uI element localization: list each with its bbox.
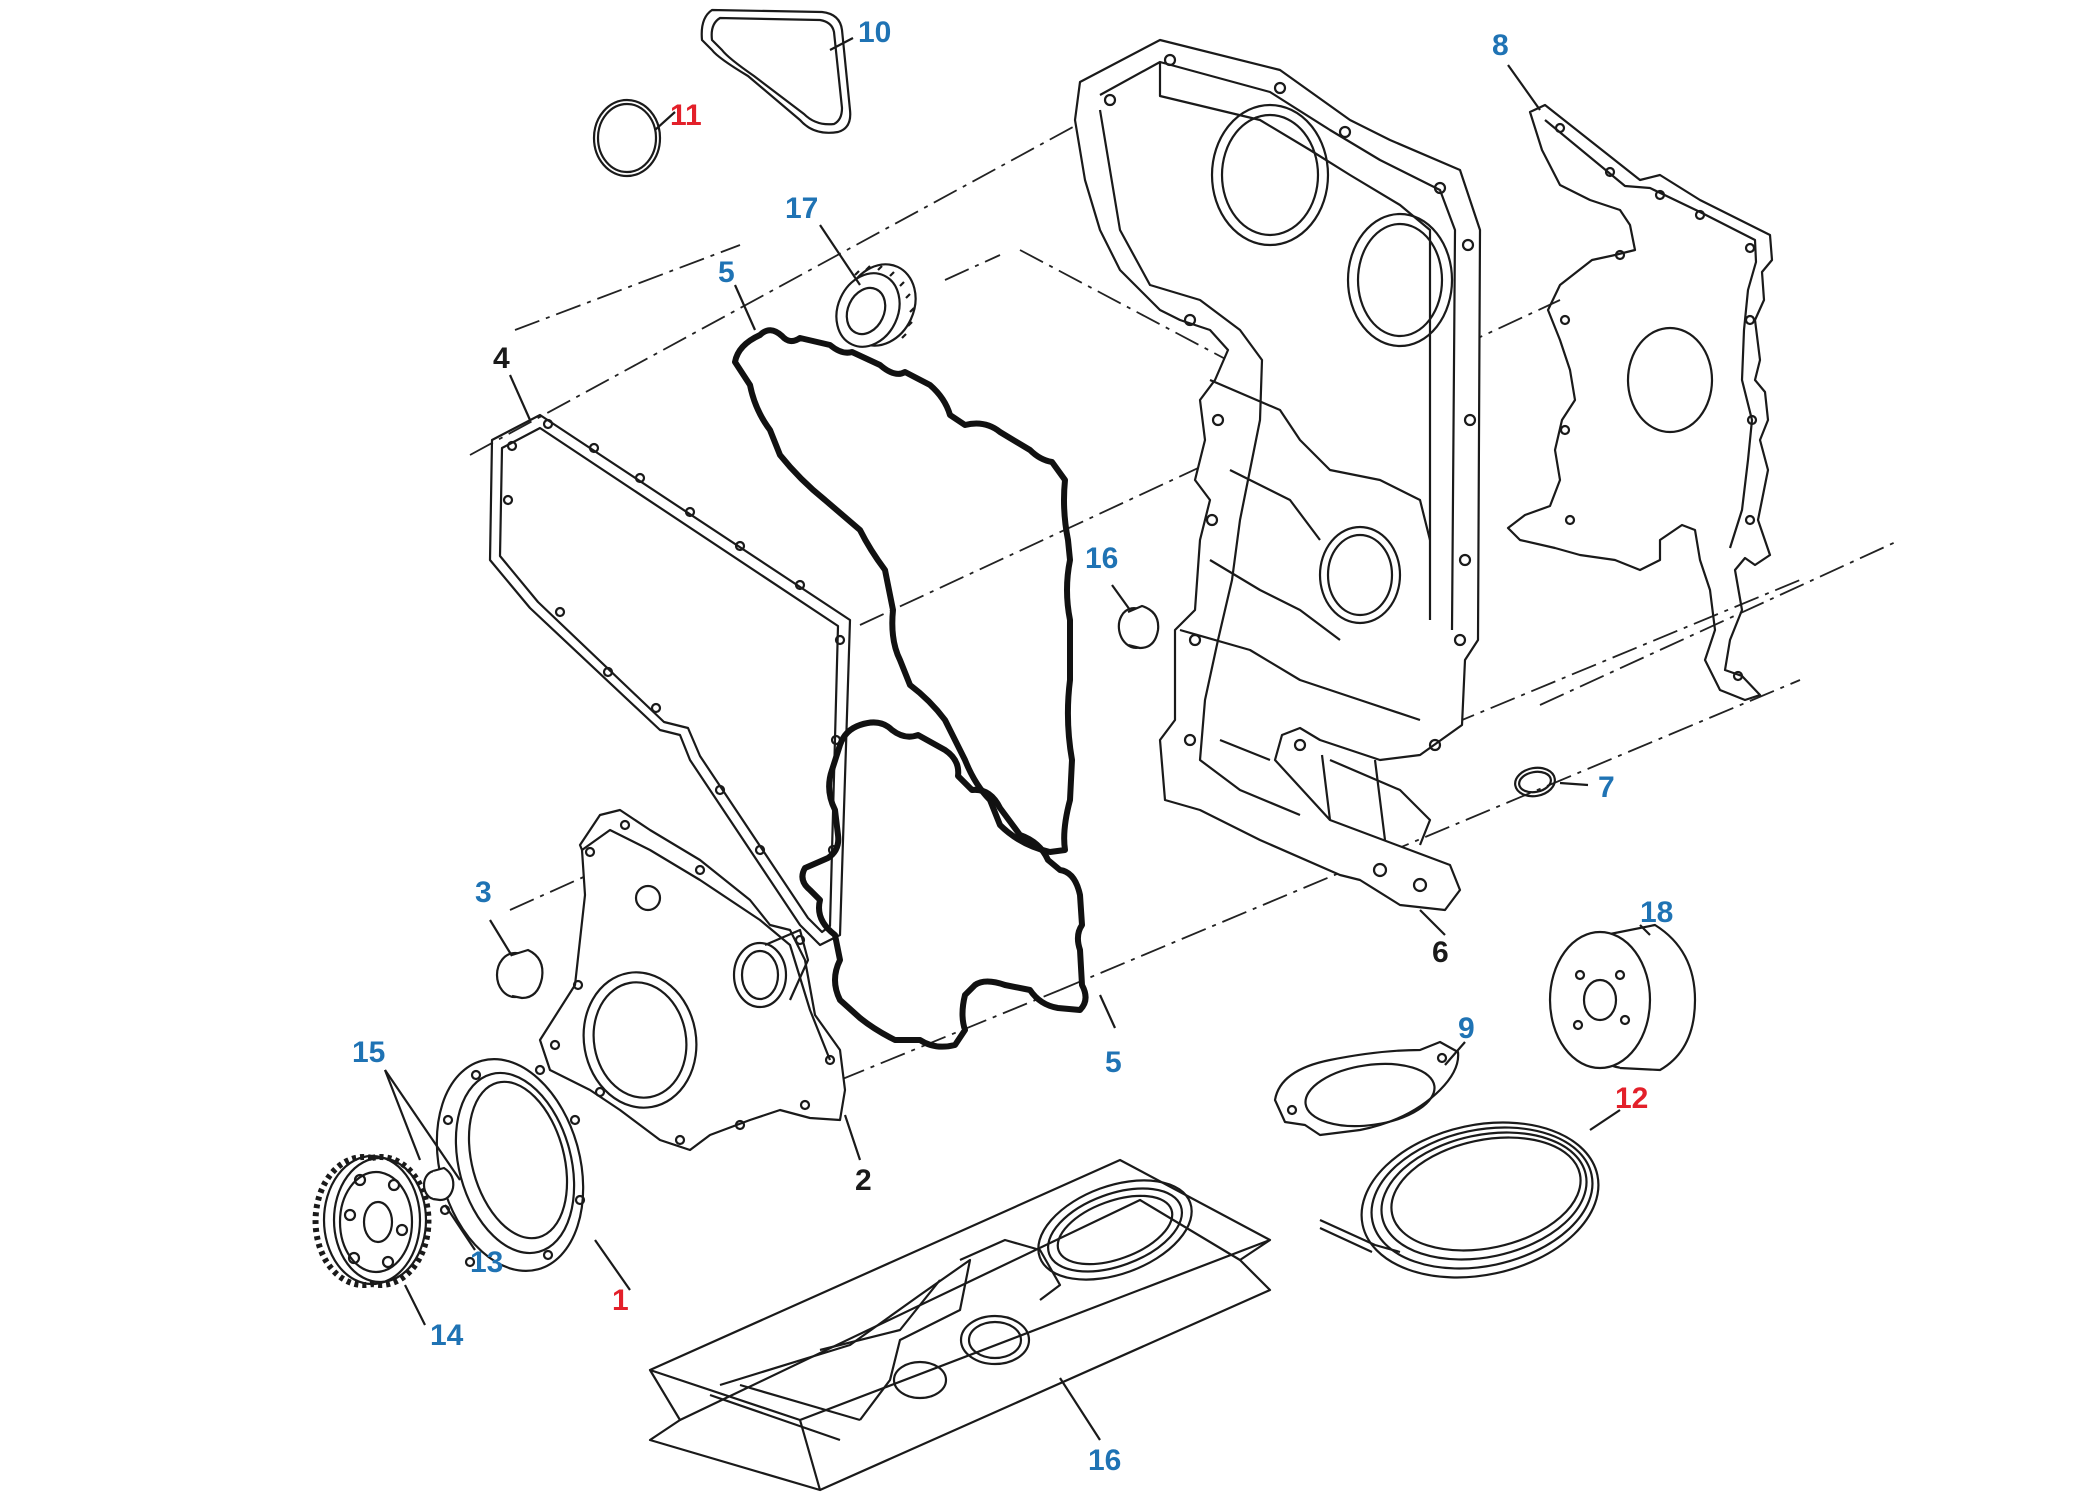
part-2-timing-cover <box>538 808 847 1152</box>
callout-13: 13 <box>470 1246 503 1279</box>
callout-7: 7 <box>1598 771 1615 804</box>
part-10-cover-gasket <box>700 8 852 134</box>
callout-12: 12 <box>1615 1082 1648 1115</box>
alignment-axes <box>469 114 1901 1151</box>
part-4-timing-cover-gasket <box>488 413 852 947</box>
part-11-o-ring <box>592 98 662 178</box>
part-13-spacer <box>422 1166 455 1202</box>
callout-18: 18 <box>1640 896 1673 929</box>
callout-14: 14 <box>430 1319 464 1352</box>
callout-16-kit: 16 <box>1088 1444 1121 1477</box>
callout-10: 10 <box>858 16 891 49</box>
part-18-pulley <box>1548 923 1697 1072</box>
callout-6: 6 <box>1432 936 1449 969</box>
part-5-upper-gasket <box>732 327 1075 855</box>
callout-1: 1 <box>612 1284 629 1317</box>
callout-11: 11 <box>670 99 702 132</box>
part-7-o-ring <box>1514 766 1556 798</box>
callout-5-upper: 5 <box>718 256 735 289</box>
part-17-spacer-gear <box>835 263 917 348</box>
callout-4: 4 <box>493 342 510 375</box>
part-8-rear-gasket <box>1506 103 1774 702</box>
callout-3: 3 <box>475 876 492 909</box>
part-16-gasket-kit <box>648 1158 1272 1492</box>
callout-2: 2 <box>855 1164 872 1197</box>
part-12-sealing-strip <box>1319 1121 1600 1279</box>
callout-17: 17 <box>785 192 818 225</box>
part-9-gasket <box>1273 1040 1460 1137</box>
callout-16-plug: 16 <box>1085 542 1118 575</box>
callout-5-lower: 5 <box>1105 1046 1122 1079</box>
part-6-gear-housing <box>1073 38 1482 912</box>
callout-15: 15 <box>352 1036 385 1069</box>
part-16-plug <box>1117 604 1160 650</box>
part-3-cap <box>495 948 544 1000</box>
callout-8: 8 <box>1492 29 1509 62</box>
leader-lines <box>383 37 1651 1441</box>
callout-9: 9 <box>1458 1012 1475 1045</box>
part-5-lower-gasket <box>799 719 1089 1050</box>
callouts: 10 11 8 17 5 4 16 7 3 18 6 9 15 5 12 2 1… <box>352 16 1673 1477</box>
part-14-gear <box>312 1154 432 1288</box>
